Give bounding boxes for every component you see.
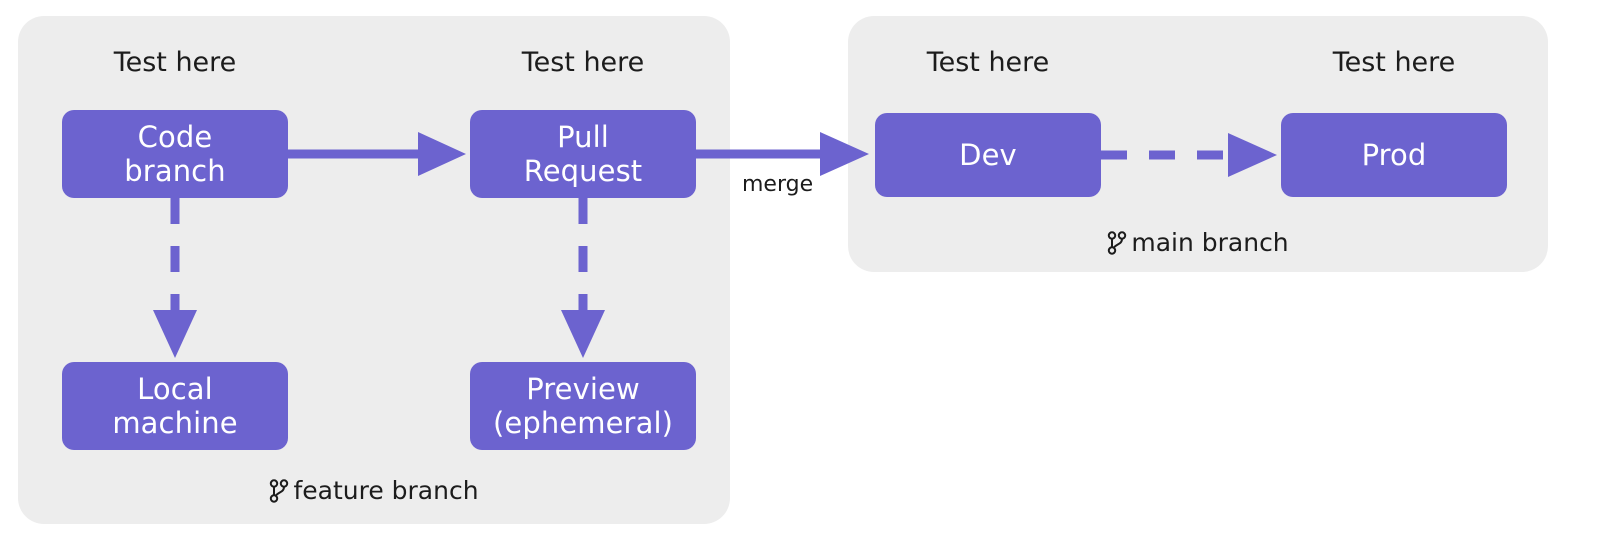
edge-pull-request-to-preview (561, 198, 605, 358)
node-dev[interactable]: Dev (875, 113, 1101, 197)
edge-pull-request-to-dev (696, 132, 869, 176)
git-branch-icon (1107, 230, 1127, 256)
stage-label-dev: Test here (926, 47, 1050, 78)
caption-main-branch-label: main branch (1131, 228, 1289, 257)
caption-feature-branch: feature branch (18, 476, 730, 505)
stage-label-prod: Test here (1332, 47, 1456, 78)
edge-code-to-local-machine (153, 198, 197, 358)
caption-main-branch: main branch (848, 228, 1548, 257)
git-branch-icon (269, 478, 289, 504)
node-preview-ephemeral[interactable]: Preview(ephemeral) (470, 362, 696, 450)
edge-label-merge: merge (742, 172, 814, 197)
edge-code-to-pull-request (288, 132, 466, 176)
edge-dev-to-prod (1101, 133, 1277, 177)
stage-label-pull-request: Test here (521, 47, 645, 78)
stage-label-code-branch: Test here (113, 47, 237, 78)
caption-feature-branch-label: feature branch (293, 476, 479, 505)
node-prod[interactable]: Prod (1281, 113, 1507, 197)
